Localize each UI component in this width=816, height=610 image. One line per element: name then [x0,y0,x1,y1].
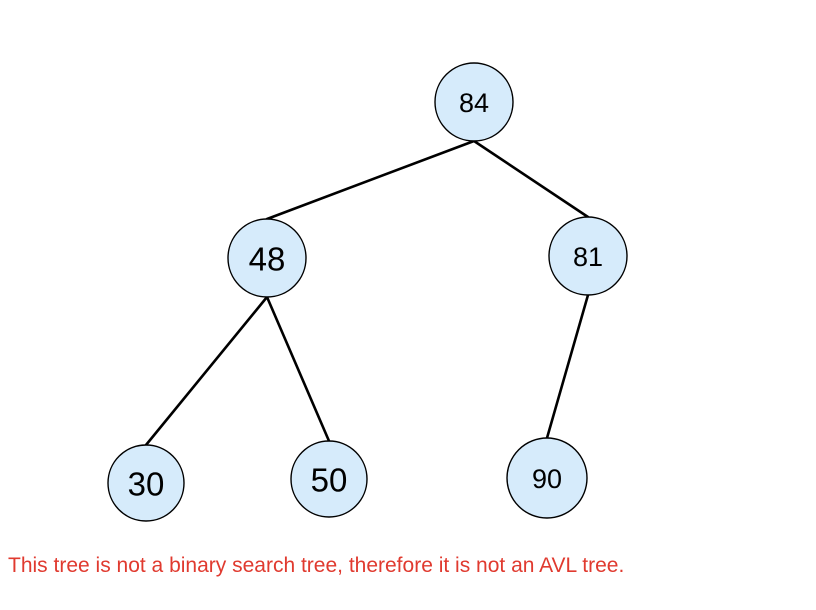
tree-node-label: 48 [249,241,286,278]
tree-node-label: 30 [128,466,165,503]
tree-node-label: 81 [573,242,603,272]
tree-node-circle [290,440,368,518]
tree-edges [144,139,590,447]
tree-node-circle [434,62,514,142]
tree-edge [265,295,331,443]
tree-node-circle [506,437,588,519]
tree-node-90: 90 [506,437,588,519]
tree-edge [545,293,590,440]
tree-node-circle [227,218,307,298]
tree-edge [265,139,476,221]
tree-node-50: 50 [290,440,368,518]
tree-node-circle [548,216,628,296]
tree-node-48: 48 [227,218,307,298]
tree-node-label: 90 [532,464,562,494]
tree-node-30: 30 [107,444,185,522]
tree-node-circle [107,444,185,522]
tree-node-81: 81 [548,216,628,296]
tree-edge [472,139,590,219]
tree-node-label: 84 [459,88,489,118]
tree-nodes: 84 48 81 30 50 90 [107,62,628,522]
tree-node-label: 50 [311,462,348,499]
tree-node-84: 84 [434,62,514,142]
tree-edge [144,295,269,447]
diagram-caption: This tree is not a binary search tree, t… [8,554,625,577]
